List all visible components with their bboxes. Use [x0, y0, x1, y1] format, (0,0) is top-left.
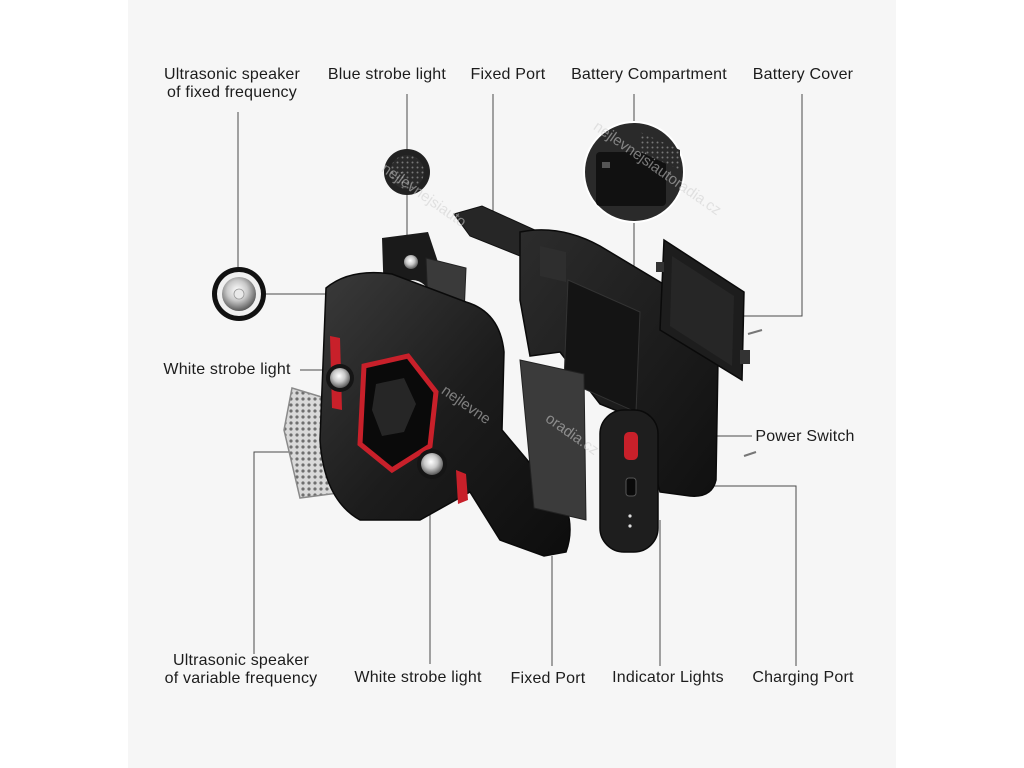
background-panel — [128, 0, 896, 768]
label-ultrasonic-variable-line-1: Ultrasonic speaker — [172, 652, 310, 669]
side-control-module — [599, 409, 659, 553]
leader-battery-cover — [744, 94, 803, 317]
battery-compartment-detail — [583, 121, 685, 223]
label-ultrasonic-fixed-line-1: Ultrasonic speaker — [163, 66, 301, 83]
label-ultrasonic-speaker-fixed: Ultrasonic speaker of fixed frequency — [152, 66, 312, 102]
label-battery-cover: Battery Cover — [752, 66, 854, 83]
label-charging-port: Charging Port — [752, 669, 854, 686]
label-fixed-port-bottom: Fixed Port — [510, 670, 586, 687]
front-housing — [319, 271, 571, 557]
label-ultrasonic-variable-line-2: of variable frequency — [164, 670, 318, 687]
label-indicator-lights: Indicator Lights — [612, 669, 724, 686]
label-fixed-port-top: Fixed Port — [470, 66, 546, 83]
leader-charging-port — [640, 485, 797, 666]
label-ultrasonic-speaker-variable: Ultrasonic speaker of variable frequency — [150, 652, 332, 688]
label-white-strobe-bottom: White strobe light — [354, 669, 482, 686]
label-blue-strobe-light: Blue strobe light — [327, 66, 447, 83]
battery-cover-part — [656, 238, 763, 457]
label-battery-compartment: Battery Compartment — [571, 66, 727, 83]
blue-strobe-part — [384, 149, 430, 195]
ultrasonic-speaker-fixed-part — [212, 267, 266, 321]
label-power-switch: Power Switch — [755, 428, 855, 445]
label-white-strobe-left: White strobe light — [163, 361, 291, 378]
label-ultrasonic-fixed-line-2: of fixed frequency — [167, 84, 297, 101]
